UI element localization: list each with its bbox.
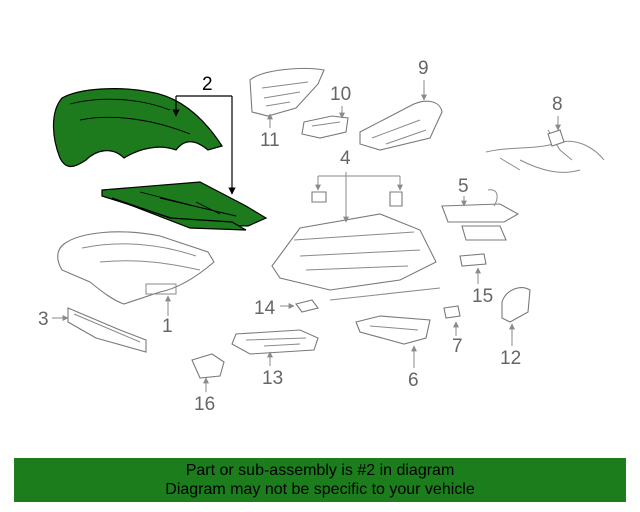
callout-10: 10 bbox=[330, 84, 351, 105]
part-7-clip[interactable] bbox=[443, 305, 461, 319]
callout-5: 5 bbox=[458, 176, 469, 197]
callout-13: 13 bbox=[262, 368, 283, 389]
callout-9: 9 bbox=[418, 58, 429, 79]
callout-1: 1 bbox=[162, 316, 173, 337]
banner-line-2: Diagram may not be specific to your vehi… bbox=[165, 481, 475, 498]
part-2-seat-cover[interactable] bbox=[52, 88, 223, 168]
callout-15: 15 bbox=[472, 286, 493, 307]
part-1-seat-cushion[interactable] bbox=[57, 231, 215, 305]
part-9-side-shield[interactable] bbox=[359, 100, 443, 151]
callout-6: 6 bbox=[408, 370, 419, 391]
part-16-connector[interactable] bbox=[191, 353, 225, 379]
part-11-back-panel[interactable] bbox=[249, 67, 325, 117]
part-12-side-cover[interactable] bbox=[501, 287, 531, 323]
banner-line-1: Part or sub-assembly is #2 in diagram bbox=[185, 462, 455, 479]
parts-diagram: 2 1 3 11 10 9 8 bbox=[38, 58, 605, 415]
callout-7: 7 bbox=[452, 336, 463, 357]
callout-12: 12 bbox=[500, 348, 521, 369]
callout-8: 8 bbox=[552, 94, 563, 115]
part-15-switch-knob[interactable] bbox=[459, 253, 487, 267]
callout-2: 2 bbox=[202, 74, 213, 95]
part-3-side-trim[interactable] bbox=[67, 307, 147, 353]
info-banner: Part or sub-assembly is #2 in diagram Di… bbox=[14, 458, 626, 502]
part-2-seat-cover-lower-panel[interactable] bbox=[101, 181, 268, 231]
part-10-bracket[interactable] bbox=[301, 115, 349, 139]
callout-16: 16 bbox=[194, 394, 215, 415]
part-8-wire-harness[interactable] bbox=[485, 129, 605, 173]
callout-3: 3 bbox=[38, 309, 49, 330]
part-14-small-bracket[interactable] bbox=[295, 299, 319, 313]
part-6-tray[interactable] bbox=[355, 315, 431, 345]
part-5-actuator[interactable] bbox=[441, 189, 520, 241]
part-4-seat-frame[interactable] bbox=[271, 191, 441, 301]
callout-4: 4 bbox=[340, 148, 351, 169]
callout-14: 14 bbox=[254, 298, 276, 319]
part-13-rail-cover[interactable] bbox=[231, 329, 319, 355]
callout-11: 11 bbox=[260, 130, 280, 151]
